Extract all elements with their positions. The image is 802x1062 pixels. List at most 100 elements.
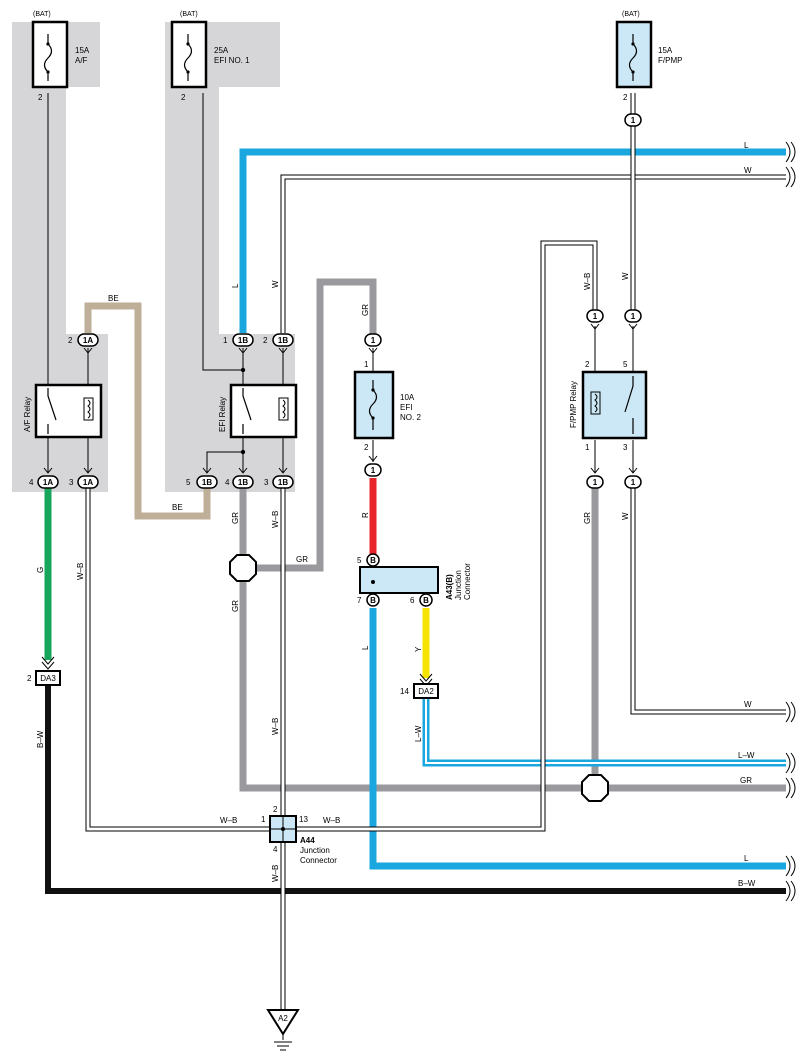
svg-text:2: 2 <box>27 674 32 683</box>
svg-text:1B: 1B <box>202 478 212 487</box>
svg-text:BE: BE <box>172 503 183 512</box>
svg-text:4: 4 <box>29 478 34 487</box>
svg-text:1: 1 <box>261 815 266 824</box>
svg-text:1: 1 <box>223 336 228 345</box>
svg-text:4: 4 <box>273 845 278 854</box>
svg-text:(BAT): (BAT) <box>180 11 198 18</box>
svg-text:W–B: W–B <box>271 718 280 735</box>
svg-text:W: W <box>744 166 752 175</box>
pin-1b-bot-5: 1B5 <box>186 467 218 489</box>
svg-text:W: W <box>621 512 630 520</box>
svg-text:13: 13 <box>299 815 308 824</box>
svg-text:1: 1 <box>631 478 636 487</box>
svg-text:3: 3 <box>264 478 269 487</box>
svg-text:L–W: L–W <box>738 751 755 760</box>
svg-text:14: 14 <box>400 687 409 696</box>
wire-bw <box>45 685 786 894</box>
fuse-efi1: (BAT) 25A EFI NO. 1 2 <box>170 11 250 102</box>
svg-text:2: 2 <box>585 360 590 369</box>
svg-text:1: 1 <box>371 466 376 475</box>
svg-text:1A: 1A <box>83 336 93 345</box>
svg-text:A43(B): A43(B) <box>445 574 454 600</box>
svg-text:GR: GR <box>361 304 370 316</box>
svg-text:G: G <box>36 567 45 573</box>
pin-fpmp-top-r: 1 <box>624 309 642 330</box>
svg-text:B–W: B–W <box>36 730 45 748</box>
svg-text:15A: 15A <box>75 46 90 55</box>
svg-text:25A: 25A <box>214 46 229 55</box>
svg-text:2: 2 <box>68 336 73 345</box>
svg-text:W–B: W–B <box>220 816 237 825</box>
svg-text:4: 4 <box>225 478 230 487</box>
svg-text:NO. 2: NO. 2 <box>400 413 421 422</box>
pin-efi2-bot: 1 <box>364 455 382 477</box>
svg-text:Connector: Connector <box>300 856 337 865</box>
relay-fpmp: F/PMP Relay 2 5 1 3 <box>569 360 648 452</box>
pin-efi2-top: 1 <box>364 333 382 354</box>
svg-text:1: 1 <box>593 312 598 321</box>
svg-text:W: W <box>621 272 630 280</box>
svg-text:GR: GR <box>296 555 308 564</box>
svg-text:1B: 1B <box>278 478 288 487</box>
svg-text:1B: 1B <box>238 336 248 345</box>
svg-text:2: 2 <box>273 805 278 814</box>
svg-text:(BAT): (BAT) <box>33 11 51 18</box>
svg-text:W–B: W–B <box>323 816 340 825</box>
junction-dots <box>240 367 246 455</box>
junction-a43: B B B 5 7 6 A43(B) Junction Connector <box>357 553 472 607</box>
svg-text:L: L <box>744 141 749 150</box>
svg-text:EFI Relay: EFI Relay <box>218 397 227 432</box>
svg-text:W: W <box>271 280 280 288</box>
svg-text:Junction: Junction <box>454 570 463 600</box>
svg-text:L: L <box>231 283 240 288</box>
svg-text:W–B: W–B <box>583 273 592 290</box>
fuse-fpmp: (BAT) 15A F/PMP 2 <box>615 11 682 102</box>
relay-efi: EFI Relay <box>218 383 298 439</box>
wire-gr-efi2 <box>256 278 377 572</box>
svg-text:W–B: W–B <box>76 563 85 580</box>
svg-text:2: 2 <box>181 93 186 102</box>
svg-text:5: 5 <box>357 556 362 565</box>
svg-text:W: W <box>744 700 752 709</box>
pin-1b-bot-3: 1B 3 <box>264 467 294 489</box>
svg-text:W–B: W–B <box>271 511 280 528</box>
svg-text:B–W: B–W <box>738 879 756 888</box>
svg-text:F/PMP: F/PMP <box>658 56 682 65</box>
svg-text:L–W: L–W <box>414 725 423 742</box>
svg-text:Y: Y <box>414 646 423 652</box>
svg-text:2: 2 <box>38 93 43 102</box>
svg-text:6: 6 <box>410 596 415 605</box>
connector-da3: DA3 2 <box>27 656 61 686</box>
svg-text:A2: A2 <box>278 1014 288 1023</box>
connector-da2: DA2 14 <box>400 673 439 699</box>
svg-text:2: 2 <box>623 93 628 102</box>
svg-text:1: 1 <box>631 116 636 125</box>
svg-text:1: 1 <box>371 336 376 345</box>
svg-text:Connector: Connector <box>463 563 472 600</box>
svg-text:EFI: EFI <box>400 403 412 412</box>
wires-double <box>85 93 786 1010</box>
svg-text:EFI NO. 1: EFI NO. 1 <box>214 56 250 65</box>
svg-text:F/PMP Relay: F/PMP Relay <box>569 381 578 428</box>
svg-text:2: 2 <box>263 336 268 345</box>
svg-text:1B: 1B <box>238 478 248 487</box>
wire-labels: BE BE L W L W GR GR W–B GR GR R Y L G W–… <box>36 141 756 888</box>
connector-pins: 1A2 1B1 1B2 1A4 1A3 1B5 1B4 1B3 1 1 1 1 … <box>29 113 642 489</box>
svg-text:W–B: W–B <box>271 865 280 882</box>
svg-text:GR: GR <box>740 776 752 785</box>
wire-l-bottom <box>369 608 786 870</box>
svg-text:7: 7 <box>357 596 362 605</box>
svg-text:1B: 1B <box>278 336 288 345</box>
ground-a2: A2 <box>266 1009 300 1051</box>
svg-text:GR: GR <box>231 512 240 524</box>
svg-text:GR: GR <box>583 512 592 524</box>
pin-fpmp-fuse: 1 <box>624 113 642 127</box>
fuse-af: (BAT) 15A A/F 2 <box>31 11 90 102</box>
svg-text:1A: 1A <box>43 478 53 487</box>
svg-text:R: R <box>361 512 370 518</box>
svg-text:1A: 1A <box>83 478 93 487</box>
svg-text:BE: BE <box>108 294 119 303</box>
pin-fpmp-top-l: 1 <box>586 309 604 330</box>
svg-text:1: 1 <box>593 478 598 487</box>
